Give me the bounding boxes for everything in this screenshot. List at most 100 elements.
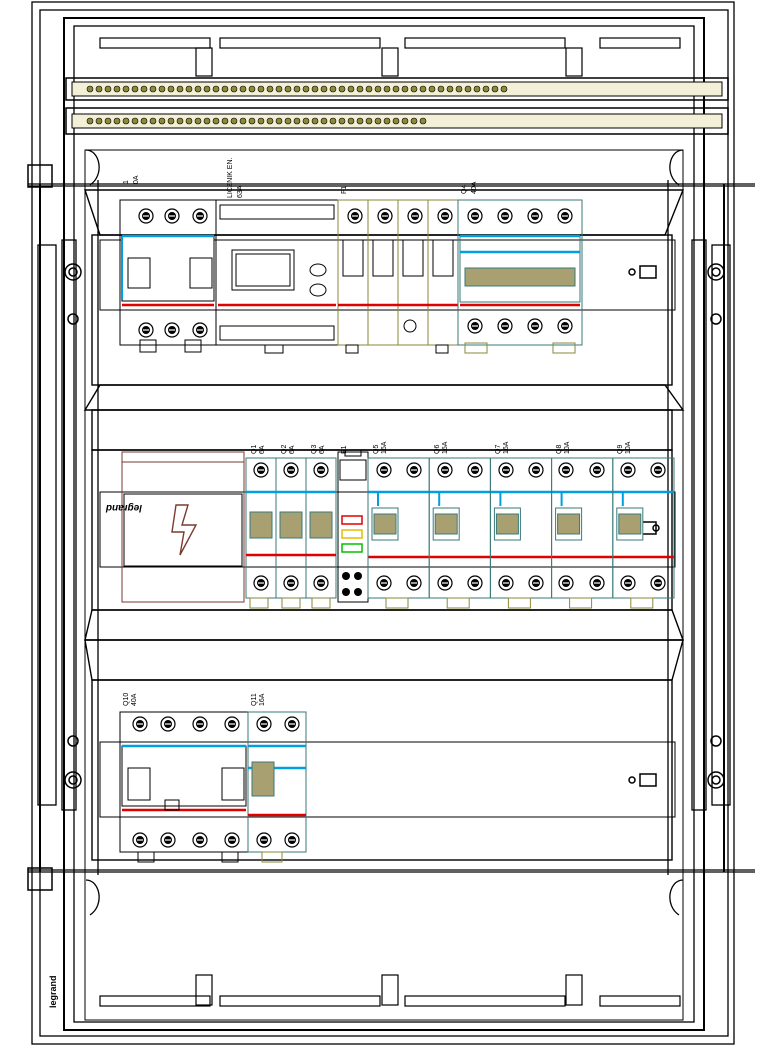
terminal-stud-icon — [248, 85, 256, 93]
terminal-stud-icon — [158, 117, 166, 125]
label-q6-rating: 16A — [442, 441, 449, 454]
row3-devices — [119, 711, 307, 863]
terminal-stud-icon — [356, 117, 364, 125]
terminal-stud-icon — [113, 117, 121, 125]
terminal-screw-icon — [467, 462, 483, 478]
terminal-stud-icon — [167, 85, 175, 93]
terminal-stud-icon — [203, 117, 211, 125]
terminal-screw-icon — [192, 832, 208, 848]
terminal-screw-icon — [497, 318, 513, 334]
r1-q4-top: Q4 — [461, 185, 468, 194]
terminal-stud-icon — [221, 85, 229, 93]
terminal-stud-icon — [302, 117, 310, 125]
rcbo-unit — [428, 457, 491, 609]
terminal-stud-icon — [122, 117, 130, 125]
terminal-stud-icon — [266, 85, 274, 93]
terminal-screw-icon — [253, 462, 269, 478]
terminal-stud-icon — [356, 85, 364, 93]
r1-q4-bot: 40A — [471, 181, 478, 194]
terminal-stud-icon — [113, 85, 121, 93]
rail-end-brackets — [64, 263, 725, 789]
terminal-stud-icon — [446, 85, 454, 93]
terminal-stud-icon — [257, 85, 265, 93]
terminal-stud-icon — [329, 117, 337, 125]
terminal-screw-icon — [192, 322, 208, 338]
terminal-stud-icon — [149, 117, 157, 125]
terminal-stud-icon — [374, 117, 382, 125]
terminal-stud-icon — [293, 85, 301, 93]
terminal-stud-icon — [275, 85, 283, 93]
meter-label-1: LICZNIK EN. — [227, 157, 234, 198]
terminal-screw-icon — [377, 208, 393, 224]
terminal-screw-icon — [376, 575, 392, 591]
terminal-stud-icon — [284, 85, 292, 93]
terminal-screw-icon — [164, 322, 180, 338]
terminal-stud-icon — [455, 85, 463, 93]
terminal-stud-icon — [464, 85, 472, 93]
label-q2-rating: 6A — [289, 445, 296, 454]
terminal-screw-icon — [527, 318, 543, 334]
terminal-screw-icon — [132, 716, 148, 732]
terminal-screw-icon — [498, 575, 514, 591]
label-q7-rating: 16A — [503, 441, 510, 454]
terminal-screw-icon — [437, 208, 453, 224]
terminal-screw-icon — [589, 462, 605, 478]
rcbo-unit — [367, 457, 430, 609]
terminal-stud-icon — [473, 85, 481, 93]
label-q9-rating: 10A — [625, 441, 632, 454]
label-e1-name: E1 — [341, 445, 348, 454]
terminal-stud-icon — [176, 85, 184, 93]
terminal-screw-icon — [313, 462, 329, 478]
terminal-screw-icon — [160, 716, 176, 732]
terminal-stud-icon — [221, 117, 229, 125]
terminal-stud-icon — [86, 85, 94, 93]
row1-devices — [119, 199, 583, 354]
terminal-stud-icon — [383, 117, 391, 125]
terminal-screw-icon — [650, 575, 666, 591]
terminal-screw-icon — [284, 716, 300, 732]
terminal-screw-icon — [407, 208, 423, 224]
terminal-stud-icon — [365, 117, 373, 125]
r1-main-bot: 0A — [133, 175, 140, 184]
terminal-stud-icon — [419, 85, 427, 93]
terminal-screw-icon — [558, 575, 574, 591]
label-q1-rating: 6A — [259, 445, 266, 454]
terminal-stud-icon — [347, 117, 355, 125]
terminal-screw-icon — [528, 462, 544, 478]
terminal-stud-icon — [212, 85, 220, 93]
terminal-bars — [65, 77, 729, 135]
rcbo-units — [367, 457, 675, 609]
terminal-screw-icon — [527, 208, 543, 224]
terminal-stud-icon — [311, 117, 319, 125]
terminal-screw-icon — [132, 832, 148, 848]
side-brand-logo: legrand — [48, 975, 58, 1008]
terminal-screw-icon — [224, 716, 240, 732]
top-clips — [99, 37, 681, 1007]
terminal-stud-icon — [131, 85, 139, 93]
terminal-screw-icon — [376, 462, 392, 478]
terminal-screw-icon — [467, 575, 483, 591]
terminal-screw-icon — [224, 832, 240, 848]
terminal-stud-icon — [131, 117, 139, 125]
rcbo-unit — [612, 457, 675, 609]
terminal-stud-icon — [230, 117, 238, 125]
label-q6-name: Q6 — [434, 445, 441, 454]
terminal-stud-icon — [140, 117, 148, 125]
terminal-stud-icon — [500, 85, 508, 93]
row2-devices — [121, 449, 369, 609]
terminal-stud-icon — [185, 117, 193, 125]
terminal-screw-icon — [557, 208, 573, 224]
terminal-screw-icon — [256, 832, 272, 848]
terminal-stud-icon — [491, 85, 499, 93]
terminal-stud-icon — [383, 85, 391, 93]
terminal-screw-icon — [498, 462, 514, 478]
terminal-stud-icon — [410, 117, 418, 125]
terminal-stud-icon — [167, 117, 175, 125]
label-q11-name: Q11 — [251, 693, 258, 706]
terminal-stud-icon — [293, 117, 301, 125]
label-q3-name: Q3 — [311, 445, 318, 454]
label-q2-name: Q2 — [281, 445, 288, 454]
terminal-stud-icon — [104, 117, 112, 125]
terminal-screw-icon — [283, 462, 299, 478]
rcbo-unit — [489, 457, 553, 609]
